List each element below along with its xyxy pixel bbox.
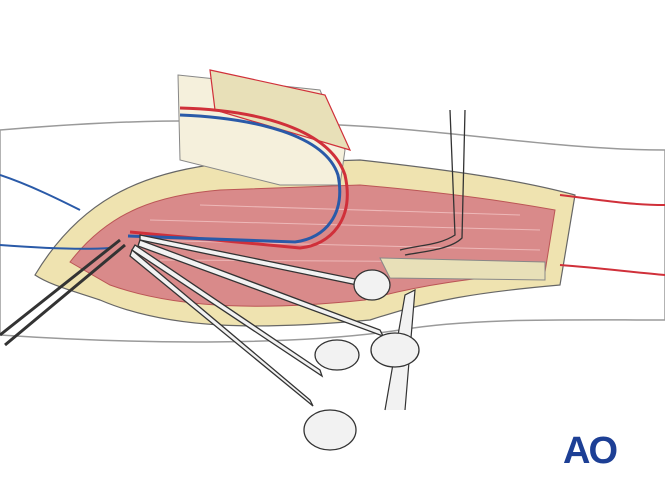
hemostat-clamps[interactable]	[129, 234, 420, 451]
bone-shaft	[379, 257, 546, 281]
proximal-vessels	[0, 174, 111, 250]
forceps[interactable]	[0, 238, 126, 347]
muscle-fibers	[139, 204, 541, 263]
distal-vessels	[559, 194, 665, 276]
retractor[interactable]	[399, 109, 466, 256]
ao-logo: AO	[563, 430, 618, 472]
vein	[127, 113, 342, 244]
artery	[129, 106, 349, 250]
